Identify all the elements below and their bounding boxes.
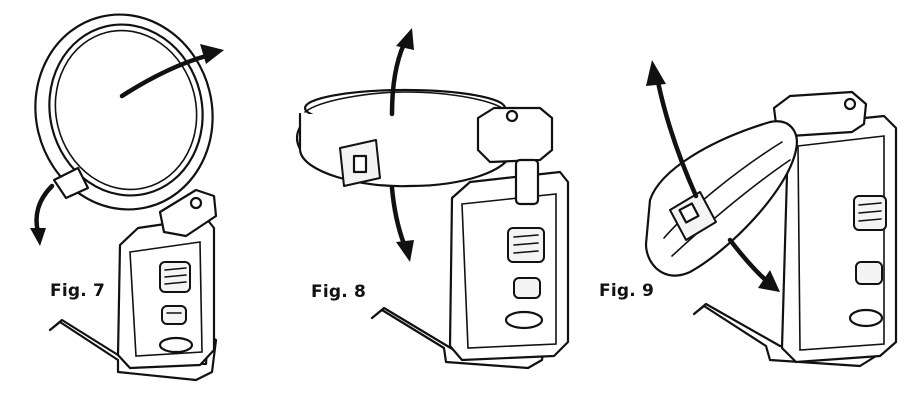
fig9-lens-ring	[644, 120, 798, 277]
fig-8-label: Fig. 8	[311, 282, 367, 302]
fig9-illustration	[644, 60, 898, 368]
fig7-tilt-arrow	[34, 183, 55, 235]
fig9-button	[855, 261, 883, 285]
fig8-down-arrow	[389, 185, 407, 247]
fig8-button	[513, 277, 541, 299]
fig7-lens	[48, 23, 204, 197]
fig7-rotate-arrow	[119, 53, 209, 99]
fig8-hinge	[476, 106, 554, 164]
fig-9-label: Fig. 9	[599, 281, 655, 301]
fig7-illustration	[30, 13, 224, 382]
fig7-button	[161, 305, 187, 325]
fig7-hinge	[158, 188, 218, 238]
fig-7-label: Fig. 7	[50, 281, 106, 301]
fig8-body	[448, 170, 570, 362]
fig8-illustration	[295, 28, 570, 370]
fig9-down-arrow	[727, 237, 771, 285]
fig8-up-arrow	[389, 41, 407, 117]
fig9-up-arrow	[655, 79, 699, 199]
